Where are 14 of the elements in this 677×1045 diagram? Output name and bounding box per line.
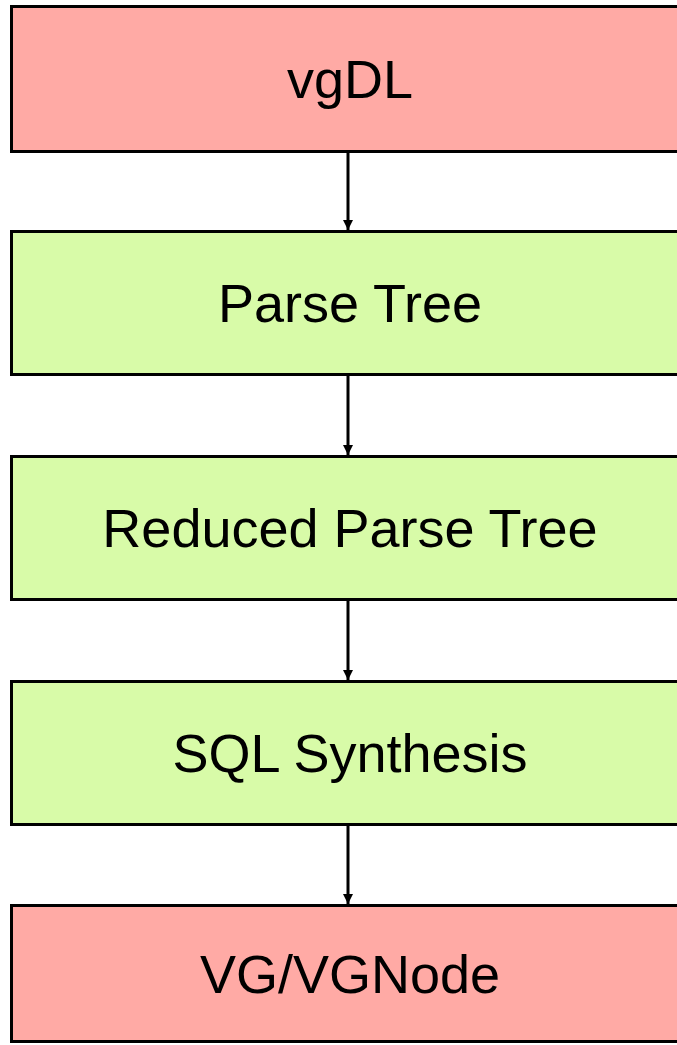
box-label: vgDL — [286, 48, 414, 110]
process-box — [10, 455, 677, 601]
box-label: Parse Tree — [217, 272, 483, 334]
arrow — [343, 601, 353, 680]
process-box — [10, 904, 677, 1043]
box-label: Reduced Parse Tree — [102, 497, 598, 559]
arrow — [343, 376, 353, 455]
process-box — [10, 680, 677, 826]
box-label: VG/VGNode — [199, 942, 501, 1005]
arrow — [343, 153, 353, 230]
process-box — [10, 230, 677, 376]
process-box — [10, 5, 677, 153]
arrow — [343, 826, 353, 904]
box-label: SQL Synthesis — [172, 722, 528, 784]
